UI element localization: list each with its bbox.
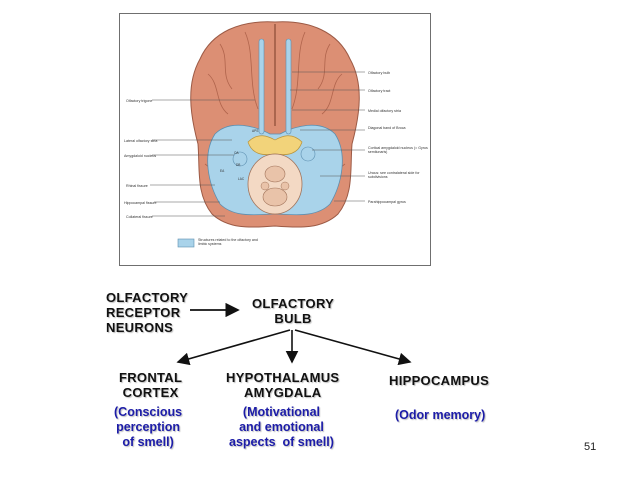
label-lateral-olfactory-stria: Lateral olfactory stria	[124, 139, 157, 143]
label-rhinal-fissure: Rhinal fissure	[126, 184, 148, 188]
node-frontal-cortex: FRONTAL CORTEX	[119, 370, 183, 400]
node-hypothalamus-amygdala: HYPOTHALAMUS AMYGDALA	[226, 370, 340, 400]
label-hippocampal-fissure: Hippocampal fissure	[124, 201, 157, 205]
olfactory-area	[247, 135, 303, 156]
node-hippocampus: HIPPOCAMPUS	[389, 373, 490, 388]
brainstem	[247, 153, 303, 215]
node-olfactory-receptor-neurons: OLFACTORY RECEPTOR NEURONS	[106, 290, 189, 335]
legend-text: Structures related to the olfactory and …	[198, 238, 258, 247]
legend-swatch	[177, 238, 195, 248]
label-lac: LAC	[238, 177, 245, 181]
note-conscious-perception: (Conscious perception of smell)	[114, 405, 183, 449]
page-number: 51	[584, 441, 597, 453]
label-uncus: Uncus: see contralateral side for subdiv…	[368, 171, 420, 180]
label-db: DB	[236, 163, 240, 167]
olfactory-tracts	[258, 38, 292, 135]
arrow-bulb-to-hippocampus	[294, 329, 412, 366]
label-parahippocampal-gyrus: Parahippocampal gyrus	[368, 200, 406, 204]
label-medial-olfactory-stria: Medial olfactory stria	[368, 109, 401, 113]
label-aps: APS	[252, 129, 258, 133]
note-odor-memory: (Odor memory)	[395, 408, 486, 422]
label-olfactory-tract: Olfactory tract	[368, 89, 390, 93]
note-motivational-emotional: (Motivational and emotional aspects of s…	[229, 405, 334, 449]
label-diagonal-band: Diagonal band of Broca	[368, 126, 406, 130]
label-olfactory-trigone: Olfactory trigone	[126, 99, 152, 103]
brain-illustration: APS OA DB EA LAC Olfactory trigone Later…	[124, 21, 428, 248]
label-olfactory-bulb: Olfactory bulb	[368, 71, 390, 75]
label-amygdaloid-nucleus: Amygdaloid nucleus	[124, 154, 156, 158]
arrow-bulb-to-frontal	[176, 329, 291, 366]
brain-figure: APS OA DB EA LAC Olfactory trigone Later…	[119, 13, 431, 266]
label-collateral-fissure: Collateral fissure	[126, 215, 153, 219]
label-ea: EA	[220, 169, 225, 173]
label-oa: OA	[234, 151, 239, 155]
node-olfactory-bulb: OLFACTORY BULB	[252, 296, 335, 326]
label-cortical-amygdaloid: Cortical amygdaloid nucleus (= Gyrus sem…	[368, 146, 428, 155]
